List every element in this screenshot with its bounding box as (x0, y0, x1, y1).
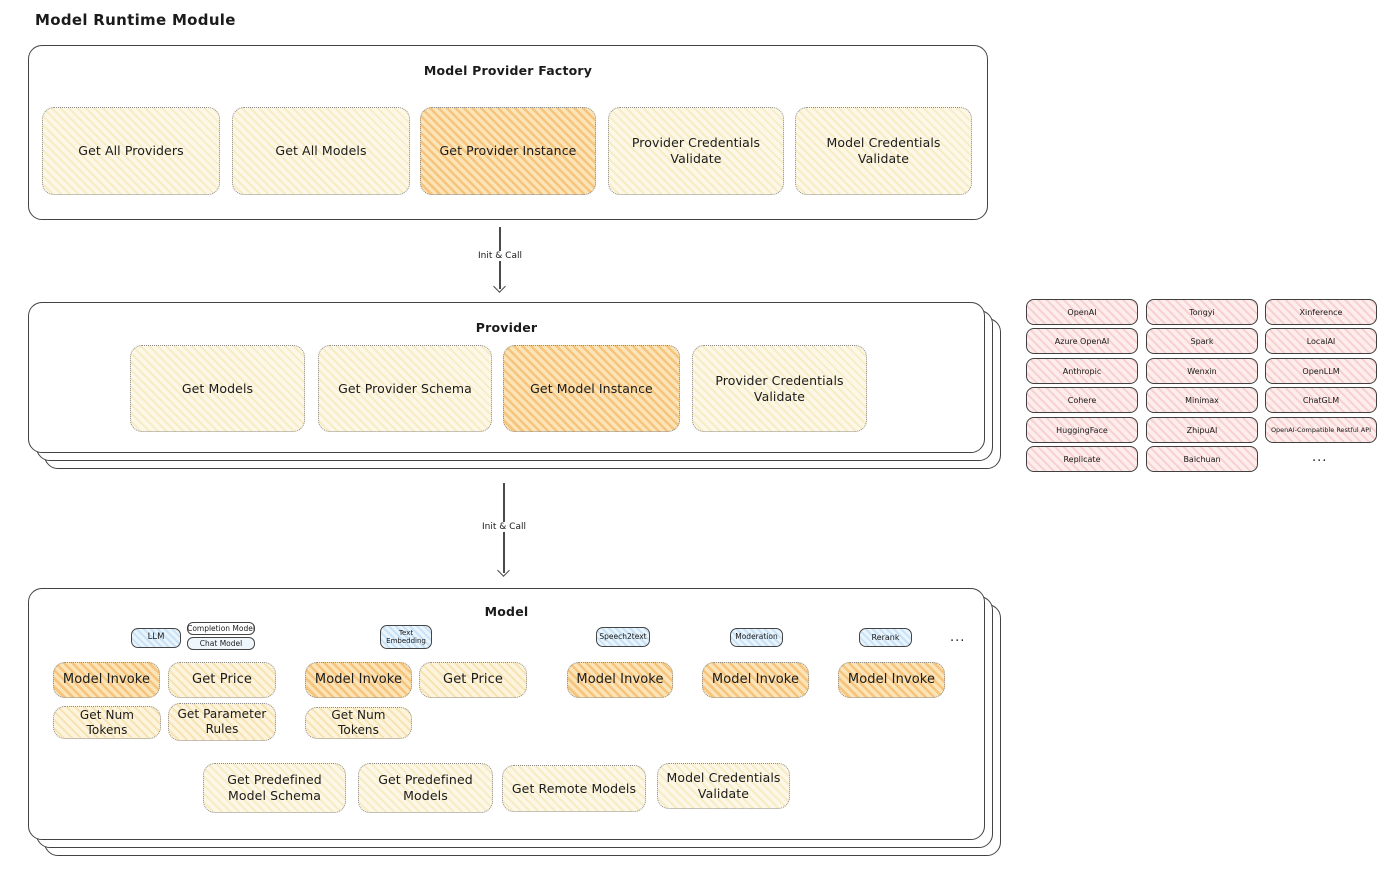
provider-pill-huggingface: HuggingFace (1026, 417, 1138, 443)
tag-completion-model: Completion Model (187, 622, 255, 635)
provider-pill-anthropic: Anthropic (1026, 358, 1138, 384)
factory-title: Model Provider Factory (423, 63, 593, 78)
provider-pill-openai-compatible: OpenAI-Compatible Restful API (1265, 417, 1377, 443)
node-get-predefined-model-schema: Get Predefined Model Schema (203, 763, 346, 813)
node-get-model-instance: Get Model Instance (503, 345, 680, 432)
provider-pill-cohere: Cohere (1026, 387, 1138, 413)
provider-pill-replicate: Replicate (1026, 446, 1138, 472)
model-tags-ellipsis: ... (950, 630, 966, 645)
provider-list-ellipsis: ... (1312, 450, 1328, 465)
node-rerank-model-invoke: Model Invoke (838, 662, 945, 698)
tag-rerank: Rerank (859, 628, 912, 647)
node-te-get-price: Get Price (419, 662, 527, 698)
node-get-all-providers: Get All Providers (42, 107, 220, 195)
node-get-provider-schema: Get Provider Schema (318, 345, 492, 432)
provider-pill-openai: OpenAI (1026, 299, 1138, 325)
node-get-all-models: Get All Models (232, 107, 410, 195)
model-title: Model (484, 604, 529, 619)
node-get-models: Get Models (130, 345, 305, 432)
provider-pill-localai: LocalAI (1265, 328, 1377, 354)
arrow-provider-to-model-head (497, 564, 510, 577)
node-get-remote-models: Get Remote Models (502, 765, 646, 812)
provider-pill-azure-openai: Azure OpenAI (1026, 328, 1138, 354)
node-get-provider-instance: Get Provider Instance (420, 107, 596, 195)
arrow1-label: Init & Call (473, 251, 527, 261)
arrow2-label: Init & Call (477, 522, 531, 532)
provider-pill-spark: Spark (1146, 328, 1258, 354)
provider-pill-zhipuai: ZhipuAI (1146, 417, 1258, 443)
node-model-credentials-validate-2: Model Credentials Validate (657, 763, 790, 809)
provider-pill-chatglm: ChatGLM (1265, 387, 1377, 413)
tag-text-embedding: Text Embedding (380, 625, 432, 649)
provider-pill-baichuan: Baichuan (1146, 446, 1258, 472)
tag-chat-model: Chat Model (187, 637, 255, 650)
tag-moderation: Moderation (730, 628, 783, 647)
node-llm-get-parameter-rules: Get Parameter Rules (168, 703, 276, 741)
node-provider-credentials-validate: Provider Credentials Validate (608, 107, 784, 195)
page-title: Model Runtime Module (35, 11, 236, 29)
node-s2t-model-invoke: Model Invoke (567, 662, 673, 698)
node-provider-credentials-validate-2: Provider Credentials Validate (692, 345, 867, 432)
node-llm-model-invoke: Model Invoke (53, 662, 160, 698)
provider-pill-tongyi: Tongyi (1146, 299, 1258, 325)
tag-speech2text: Speech2text (596, 627, 650, 647)
arrow-factory-to-provider-head (493, 280, 506, 293)
node-llm-get-price: Get Price (168, 662, 276, 698)
provider-pill-openllm: OpenLLM (1265, 358, 1377, 384)
tag-llm: LLM (131, 628, 181, 648)
node-te-get-num-tokens: Get Num Tokens (305, 707, 412, 739)
provider-pill-xinference: Xinference (1265, 299, 1377, 325)
node-moderation-model-invoke: Model Invoke (702, 662, 809, 698)
provider-pill-wenxin: Wenxin (1146, 358, 1258, 384)
node-model-credentials-validate: Model Credentials Validate (795, 107, 972, 195)
node-te-model-invoke: Model Invoke (305, 662, 412, 698)
provider-pill-minimax: Minimax (1146, 387, 1258, 413)
node-get-predefined-models: Get Predefined Models (358, 763, 493, 813)
provider-title: Provider (475, 320, 538, 335)
node-llm-get-num-tokens: Get Num Tokens (53, 706, 161, 739)
